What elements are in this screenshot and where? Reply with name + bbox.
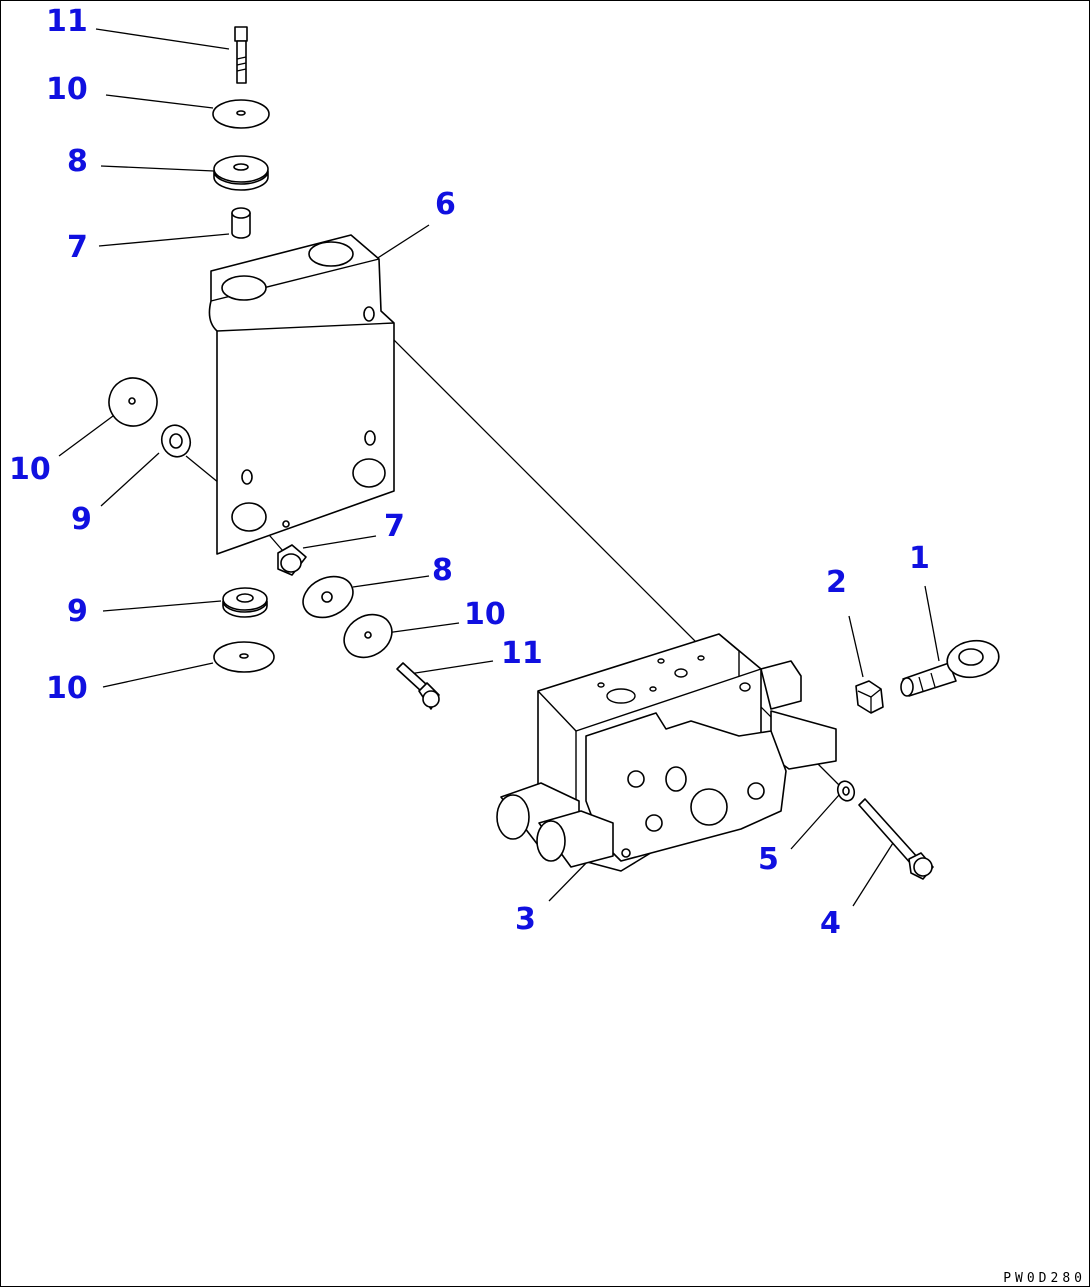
washer-8-mid <box>302 575 354 619</box>
washer-9-lower <box>222 587 268 618</box>
callout-10-mid: 10 <box>464 597 506 632</box>
bolt-4 <box>858 798 934 880</box>
callout-7-mid: 7 <box>384 509 405 544</box>
callout-10-top: 10 <box>46 72 88 107</box>
control-valve-3 <box>496 633 837 872</box>
rod-end-1 <box>900 639 1000 697</box>
callout-11-top: 11 <box>46 4 88 39</box>
callout-11-lower: 11 <box>501 636 543 671</box>
callout-10-lower: 10 <box>46 671 88 706</box>
washer-5 <box>836 780 856 802</box>
callout-7-top: 7 <box>67 230 88 265</box>
callout-3: 3 <box>515 902 536 937</box>
washer-10-top <box>212 99 270 129</box>
washer-10-lower <box>213 641 275 673</box>
drawing-code: PW0D280 <box>1003 1271 1086 1286</box>
callout-labels: 11 10 8 7 6 10 9 7 8 9 10 10 11 2 1 5 3 … <box>9 4 930 941</box>
washer-8-top <box>213 155 269 191</box>
callout-8-mid: 8 <box>432 553 453 588</box>
callout-9-lower: 9 <box>67 594 88 629</box>
bolt-11-lower <box>396 662 440 710</box>
collar-7-mid <box>277 544 307 576</box>
callout-10-left: 10 <box>9 452 51 487</box>
callout-1: 1 <box>909 541 930 576</box>
callout-8-top: 8 <box>67 144 88 179</box>
collar-7-top <box>231 207 251 239</box>
leader-lines <box>58 28 940 907</box>
callout-5: 5 <box>758 842 779 877</box>
callout-6: 6 <box>435 187 456 222</box>
washer-9-left <box>160 424 192 458</box>
nut-2 <box>855 680 884 714</box>
bracket-6 <box>208 234 395 555</box>
washer-10-mid <box>343 613 393 659</box>
callout-4: 4 <box>820 906 841 941</box>
callout-2: 2 <box>826 565 847 600</box>
washer-10-left <box>108 377 158 427</box>
callout-9-left: 9 <box>71 502 92 537</box>
bolt-11-top <box>234 26 248 84</box>
